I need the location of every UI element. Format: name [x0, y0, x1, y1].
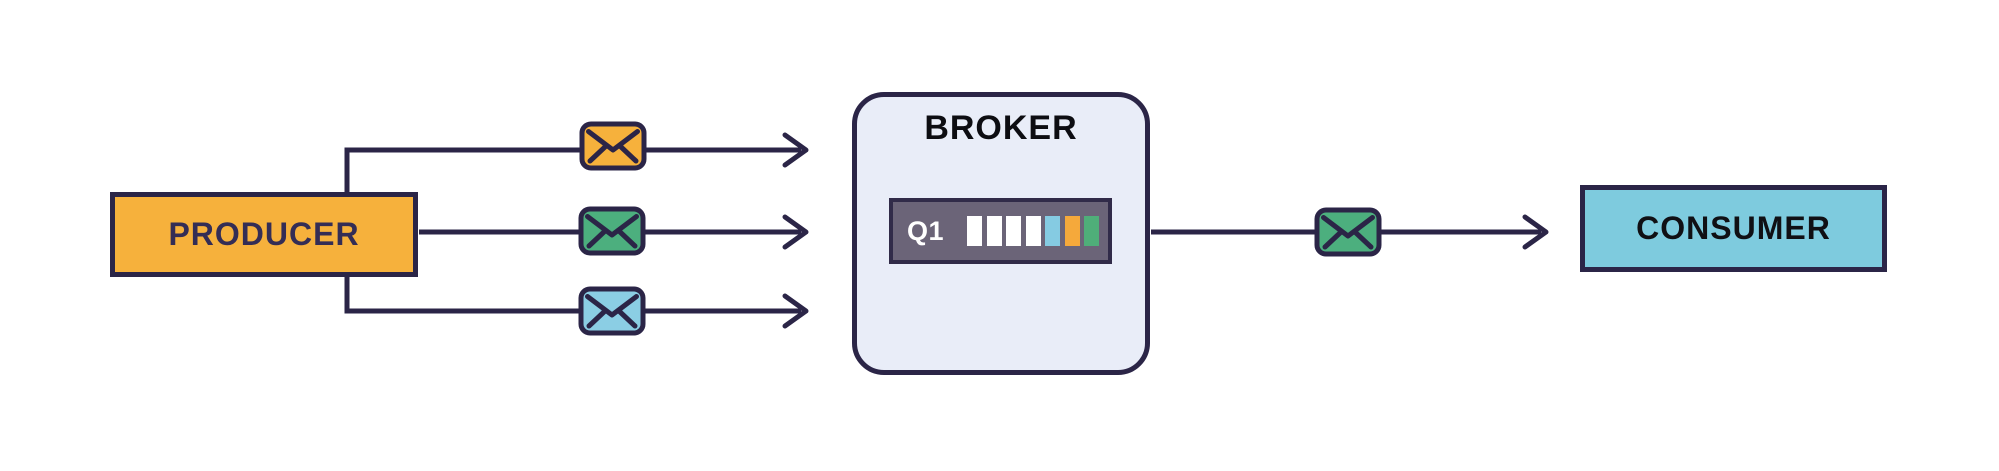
queue-label: Q1	[907, 215, 945, 246]
queue-q1: Q1	[889, 198, 1112, 264]
queue-message-bar	[1045, 216, 1060, 246]
queue-message-bar	[1084, 216, 1099, 246]
queue-message-bar	[1025, 216, 1041, 246]
queue-message-bar	[1006, 216, 1021, 246]
message-envelope-icon	[579, 121, 647, 171]
producer-to-broker-line-top	[344, 147, 801, 192]
consumer-label: CONSUMER	[1636, 210, 1831, 246]
consumer-node: CONSUMER	[1580, 185, 1887, 272]
arrowhead-icon	[782, 214, 809, 250]
message-envelope-icon	[578, 206, 646, 256]
message-envelope-icon	[578, 286, 646, 336]
producer-node: PRODUCER	[110, 192, 418, 277]
producer-to-broker-line-bottom	[344, 277, 801, 314]
queue-message-bar	[967, 216, 982, 246]
producer-label: PRODUCER	[168, 216, 360, 252]
arrowhead-icon	[782, 132, 809, 168]
queue-message-bars	[967, 216, 1099, 246]
broker-label: BROKER	[924, 109, 1078, 147]
queue-message-bar	[986, 216, 1002, 246]
arrowhead-icon	[1522, 214, 1549, 250]
arrowhead-icon	[782, 293, 809, 329]
message-envelope-icon	[1314, 207, 1382, 257]
queue-message-bar	[1064, 216, 1080, 246]
